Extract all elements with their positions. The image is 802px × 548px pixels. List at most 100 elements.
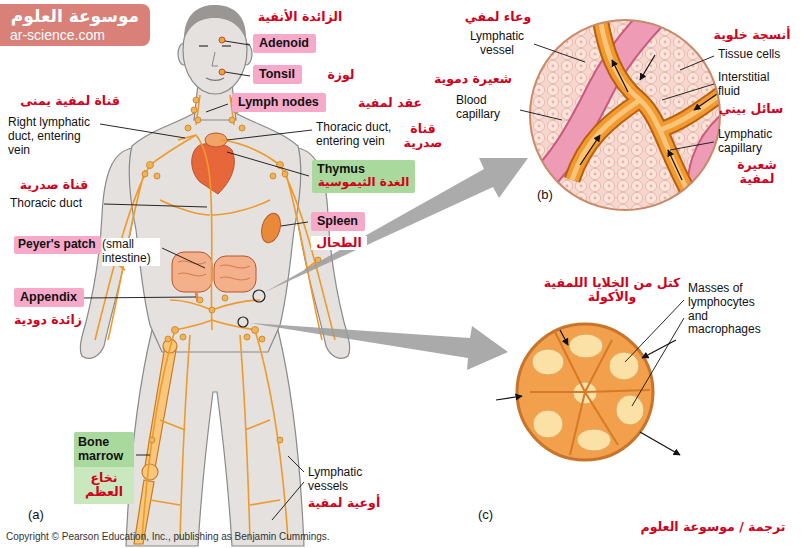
- lymph-node-closeup: [496, 324, 680, 460]
- leader-line: [288, 456, 304, 472]
- zoom-arrow: [249, 323, 508, 370]
- box-heading: Peyer's patch: [18, 238, 97, 252]
- organs: [219, 69, 225, 75]
- leader-line: [227, 130, 312, 140]
- watermark-badge: موسوعة العلومar-science.com: [0, 4, 150, 46]
- leader-line: [100, 124, 185, 138]
- lymph-node-closeup: [616, 395, 644, 425]
- part-label: (a): [28, 508, 58, 523]
- lymph-node-closeup: [532, 349, 564, 375]
- leader-line: [680, 56, 714, 70]
- lymph-vessels: [150, 135, 280, 165]
- lymph-node-dots: [195, 117, 201, 123]
- lymph-node-dots: [180, 334, 186, 340]
- organs: [178, 261, 250, 280]
- part-label: Lymphatic vessels: [308, 466, 380, 494]
- copyright-note: Copyright © Pearson Education, Inc., pub…: [6, 531, 406, 543]
- arabic-label: كتل من الخلايا اللمفية والأكولة: [538, 276, 686, 305]
- tissue-closeup: [572, 100, 640, 180]
- zoom-arrow: [265, 158, 528, 292]
- tissue-closeup: [515, 8, 662, 205]
- lymph-node-dots: [142, 171, 148, 177]
- part-label: (small intestine): [102, 238, 160, 266]
- box-heading: Lymph nodes: [238, 95, 320, 109]
- part-label: Tissue cells: [718, 48, 798, 62]
- lymph-vessels: [175, 320, 255, 330]
- lymph-node-dots: [209, 307, 215, 313]
- lymph-vessels: [240, 330, 288, 540]
- lymph-vessels: [196, 95, 234, 125]
- tissue-closeup: [598, 5, 690, 195]
- tissue-closeup: [572, 5, 735, 195]
- leader-line: [136, 455, 150, 456]
- organ-label-box: Peyer's patch: [14, 236, 101, 254]
- arabic-label: قناة لمفية يمنى: [4, 94, 136, 108]
- organ-label-box: Appendix: [14, 288, 84, 307]
- lymph-node-dots: [270, 173, 276, 179]
- lymph-node-closeup: [530, 332, 650, 455]
- leader-line: [670, 142, 714, 150]
- organs: [258, 211, 283, 245]
- arabic-label: قناة صدرية: [8, 178, 100, 192]
- lymph-vessels: [160, 200, 270, 215]
- tissue-closeup: [694, 92, 720, 110]
- lymph-node-dots: [277, 437, 283, 443]
- box-heading: Bone marrow: [74, 432, 134, 467]
- femur-bone: [145, 346, 176, 468]
- lymph-node-dots: [239, 125, 245, 131]
- tissue-closeup: [515, 5, 745, 225]
- organ-label-box: Tonsil: [253, 65, 302, 84]
- arabic-label: عقد لمفية: [350, 96, 430, 110]
- lymph-node-dots: [165, 336, 171, 342]
- leader-line: [162, 248, 205, 268]
- zoom-spot: [253, 290, 265, 302]
- lymph-node-dots: [259, 336, 265, 342]
- zoom-arrow: [249, 158, 528, 370]
- lymph-node-closeup: [496, 330, 680, 455]
- lymph-node-dots: [172, 327, 179, 334]
- lymph-node-closeup: [640, 432, 680, 455]
- leader-line: [520, 110, 562, 120]
- human-body: [126, 330, 304, 546]
- lymph-node-dots: [193, 97, 199, 103]
- leader-line: [662, 84, 714, 100]
- arabic-label: أوعية لمفية: [303, 496, 385, 510]
- leader-line: [625, 300, 684, 362]
- zoom-spot: [238, 317, 248, 327]
- part-label: Thoracic duct, entering vein: [316, 121, 400, 149]
- organ-label-box: Adenoid: [253, 34, 316, 53]
- tissue-closeup: [580, 55, 720, 180]
- arabic-label: لوزة: [321, 68, 361, 82]
- lymph-vessels: [196, 135, 212, 330]
- tissue-closeup: [572, 5, 735, 195]
- lymph-node-dots: [185, 125, 191, 131]
- organs: [219, 37, 225, 43]
- arabic-label: ترجمة / موسوعة العلوم: [630, 520, 796, 534]
- organ-label-box: Spleen: [311, 212, 365, 231]
- organ-label-box: Lymph nodes: [232, 93, 326, 112]
- lymph-vessels: [150, 420, 280, 505]
- human-body: [129, 112, 301, 352]
- part-label: Blood capillary: [456, 94, 518, 122]
- arabic-label: وعاء لمفي: [456, 10, 540, 24]
- part-label: Thoracic duct: [10, 197, 106, 211]
- lymph-node-closeup: [577, 429, 611, 451]
- lymph-node-dots: [149, 437, 155, 443]
- organ-label-box: Bone marrowنخاع العظم: [74, 432, 134, 504]
- lymph-node-dots: [109, 97, 321, 443]
- leader-line: [534, 44, 585, 62]
- tissue-closeup: [612, 60, 628, 92]
- lymph-node-dots: [197, 297, 203, 303]
- leader-line: [281, 222, 308, 226]
- box-subtext: الغدة الثيموسية: [317, 176, 410, 190]
- box-subtext: ar-science.com: [10, 27, 140, 43]
- face-hair: [184, 5, 246, 40]
- part-label: Masses of lymphocytes and macrophages: [688, 282, 770, 337]
- lymph-node-closeup: [517, 324, 653, 460]
- tissue-closeup: [598, 5, 690, 195]
- leader-line: [227, 152, 309, 176]
- arabic-label: سائل بيني: [710, 102, 792, 116]
- organs: [214, 256, 256, 292]
- human-body: [183, 6, 247, 94]
- lymph-node-dots: [252, 327, 259, 334]
